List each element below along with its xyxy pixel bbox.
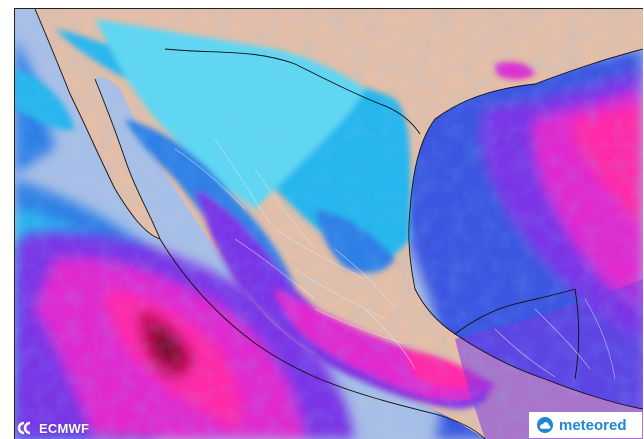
state-borders	[174, 138, 616, 380]
ecmwf-logo-icon	[17, 421, 31, 435]
map-svg	[15, 9, 643, 439]
meteored-cloud-icon	[537, 417, 553, 433]
precip-texture	[15, 9, 643, 439]
meteored-logo-text: meteored	[559, 416, 627, 434]
precipitation-map[interactable]	[14, 8, 643, 439]
coastlines	[34, 9, 643, 439]
ecmwf-logo: ECMWF	[16, 418, 106, 438]
meteored-logo: meteored	[529, 412, 642, 438]
ecmwf-logo-text: ECMWF	[39, 420, 90, 436]
